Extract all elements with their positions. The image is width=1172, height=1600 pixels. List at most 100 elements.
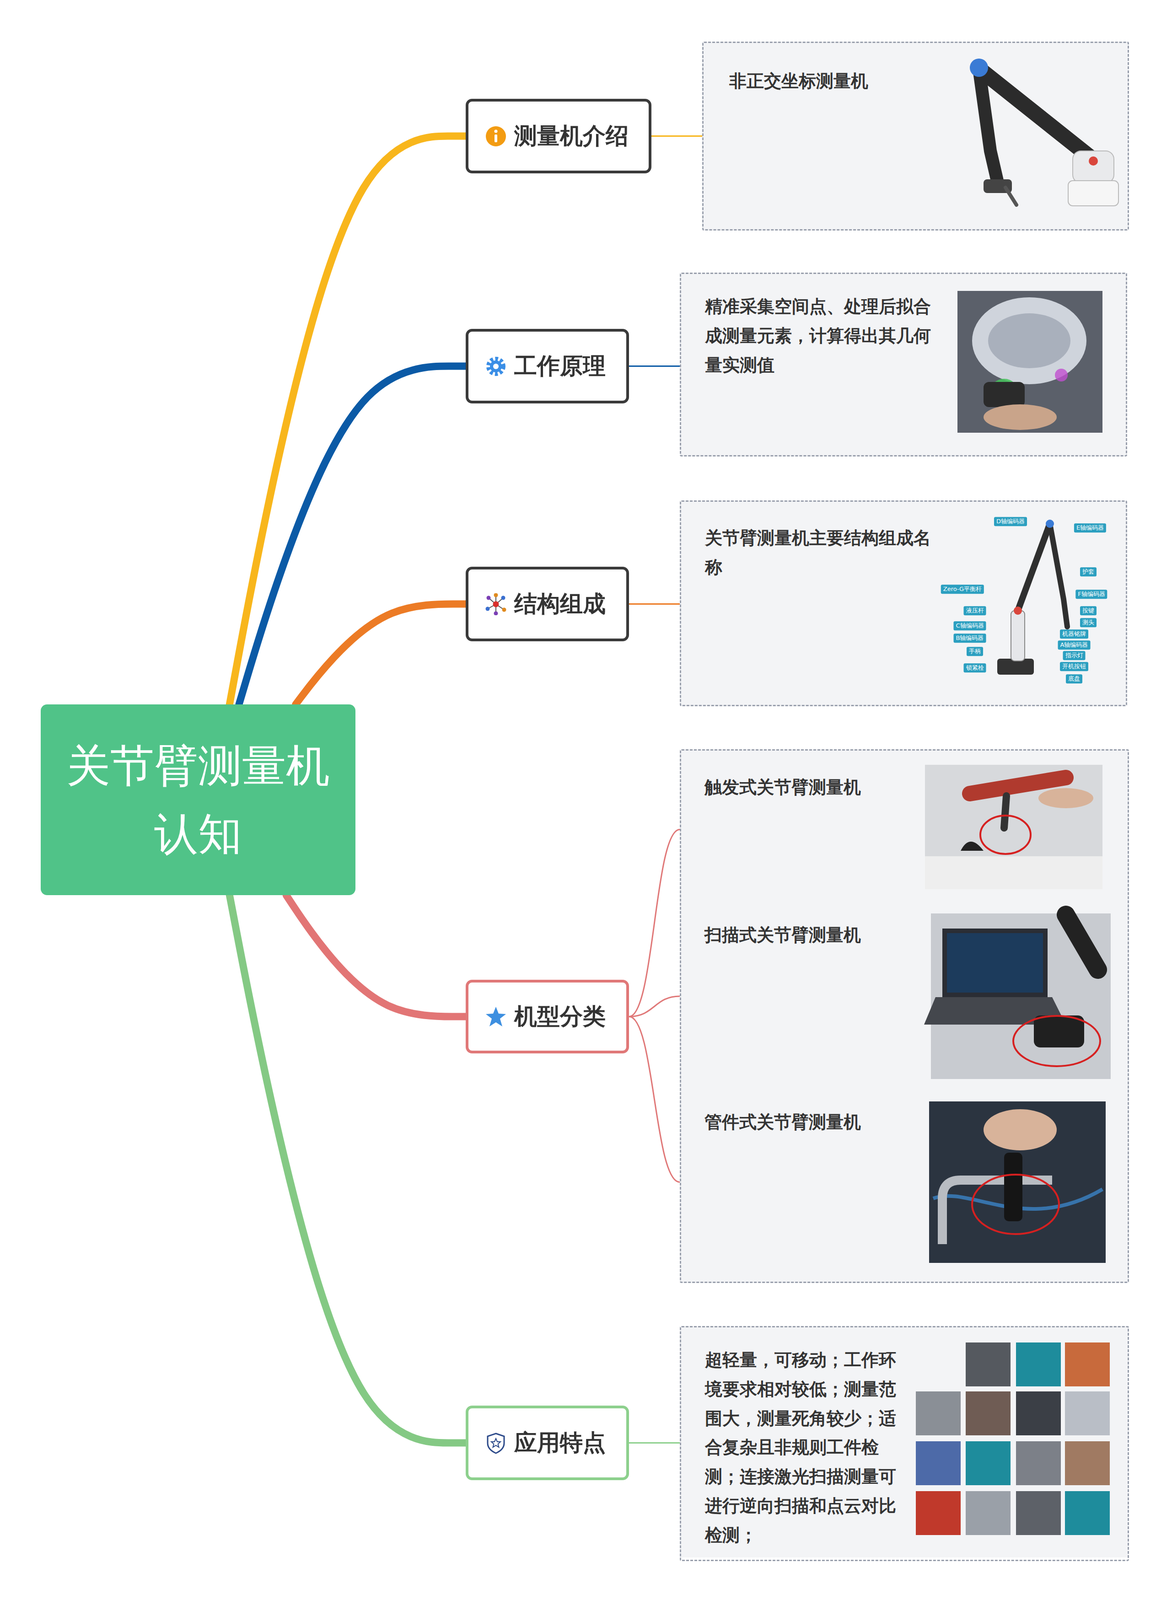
root-topic-box: 关节臂测量机 认知 (40, 704, 356, 896)
laser-scan-photo (942, 928, 1048, 998)
branch-box: 测量机介绍 (465, 98, 652, 174)
application-thumbnails (915, 1391, 961, 1436)
type-item: 扫描式关节臂测量机 (679, 913, 925, 1080)
branch-icon (484, 125, 507, 148)
icon-shape (487, 1433, 505, 1454)
scanning-photo (983, 381, 1025, 408)
icon-shape (485, 1006, 506, 1027)
sub-connector (651, 135, 703, 137)
touch-probe-photo (924, 856, 1103, 890)
main-branch-connector (238, 366, 466, 705)
arm-photo (1072, 150, 1114, 183)
icon-shape (491, 1438, 501, 1448)
part-name-label: 锁紧栓 (963, 663, 987, 673)
laser-scan-photo (924, 913, 1111, 1080)
application-thumbnails (1064, 1391, 1110, 1436)
branch-icon (484, 355, 507, 378)
icon-shape (494, 593, 499, 598)
icon-shape (502, 607, 507, 612)
branch-box: 工作原理 (465, 328, 630, 404)
structure-figure (1013, 606, 1022, 615)
detail-panel: 非正交坐标测量机 (702, 41, 1129, 231)
detail-text: 扫描式关节臂测量机 (704, 920, 920, 951)
detail-text: 精准采集空间点、处理后拟合成测量元素，计算得出其几何量实测值 (704, 292, 939, 380)
part-name-label: B轴编码器 (953, 633, 987, 643)
scanning-photo (988, 313, 1071, 369)
arm-photo (1005, 187, 1017, 205)
icon-shape (493, 601, 500, 608)
application-thumbnails (1064, 1491, 1110, 1536)
application-thumbnails (965, 1342, 1011, 1387)
branch-title: 机型分类 (514, 1001, 606, 1033)
application-thumbnails (1064, 1342, 1110, 1387)
structure-figure (1045, 519, 1054, 528)
detail-text: 超轻量，可移动；工作环境要求相对较低；测量范围大，测量死角较少；适合复杂且非规则… (704, 1345, 902, 1551)
application-thumbnails (915, 1441, 961, 1486)
scanning-photo (1054, 368, 1068, 382)
sub-connector (629, 1442, 680, 1444)
branch-title: 应用特点 (514, 1427, 606, 1459)
application-thumbnails (915, 1491, 961, 1536)
touch-probe-photo (924, 764, 1103, 890)
main-branch-connector (229, 136, 466, 705)
touch-probe-photo (1038, 788, 1094, 809)
scanning-photo (972, 297, 1087, 385)
sub-connector (629, 603, 680, 605)
application-thumbnails (965, 1491, 1011, 1536)
branch-box: 应用特点 (465, 1405, 630, 1481)
branch-title: 工作原理 (514, 350, 606, 382)
arm-photo (969, 58, 1119, 206)
touch-probe-photo (980, 815, 1031, 855)
type-item: 触发式关节臂测量机 (679, 765, 925, 894)
sub-connector (629, 1016, 680, 1183)
part-name-label: F轴编码器 (1075, 589, 1108, 599)
application-thumbnails (1016, 1441, 1061, 1486)
part-name-label: 按键 (1080, 606, 1097, 616)
application-thumbnails (1016, 1491, 1061, 1536)
application-thumbnails (1064, 1441, 1110, 1486)
application-thumbnails (965, 1391, 1011, 1436)
panel-ground (679, 41, 1129, 1558)
icon-shape (493, 363, 499, 370)
part-name-label: A轴编码器 (1058, 640, 1091, 650)
detail-text: 关节臂测量机主要结构组成名称 (704, 523, 939, 583)
type-item: 管件式关节臂测量机 (679, 1100, 925, 1264)
branch-title: 结构组成 (514, 588, 606, 620)
part-name-label: 底盘 (1065, 674, 1083, 684)
laser-scan-photo (946, 933, 1043, 993)
detail-panel: 超轻量，可移动；工作环境要求相对较低；测量范围大，测量死角较少；适合复杂且非规则… (679, 1326, 1129, 1562)
detail-panel: 关节臂测量机主要结构组成名称 (679, 500, 1128, 707)
laser-scan-photo (930, 913, 1111, 1080)
part-name-label: 测头 (1080, 618, 1097, 628)
detail-text: 非正交坐标测量机 (729, 66, 958, 97)
application-thumbnails (1016, 1342, 1061, 1387)
detail-text: 触发式关节臂测量机 (704, 773, 920, 803)
icon-shape (485, 126, 506, 147)
icon-shape (501, 595, 506, 600)
structure-figure (997, 519, 1068, 675)
root-title: 关节臂测量机 认知 (51, 731, 345, 869)
main-branch-connector (229, 895, 466, 1444)
main-branch-connector (295, 604, 466, 705)
arm-photo (1068, 180, 1119, 206)
structure-figure (1017, 523, 1050, 611)
part-name-label: D轴编码器 (994, 516, 1027, 527)
touch-probe-photo (924, 764, 1103, 890)
structure-figure (1049, 523, 1068, 627)
part-name-label: C轴编码器 (953, 621, 986, 631)
panel-ground (679, 272, 1128, 457)
laser-scan-photo (1033, 1015, 1085, 1048)
branch-icon (484, 593, 507, 616)
panel-ground (679, 500, 1128, 707)
tube-probe-photo (929, 1101, 1106, 1264)
panel-ground (679, 749, 1129, 1284)
arm-photo (1088, 156, 1098, 166)
icon-shape (488, 359, 504, 374)
part-name-label: 指示灯 (1063, 650, 1086, 661)
structure-figure (1010, 610, 1025, 662)
part-name-label: 手柄 (966, 646, 984, 656)
main-branch-connector (286, 895, 466, 1017)
icon-shape (494, 129, 498, 133)
panel-ground (679, 1326, 1129, 1558)
panel-ground (702, 41, 1129, 231)
